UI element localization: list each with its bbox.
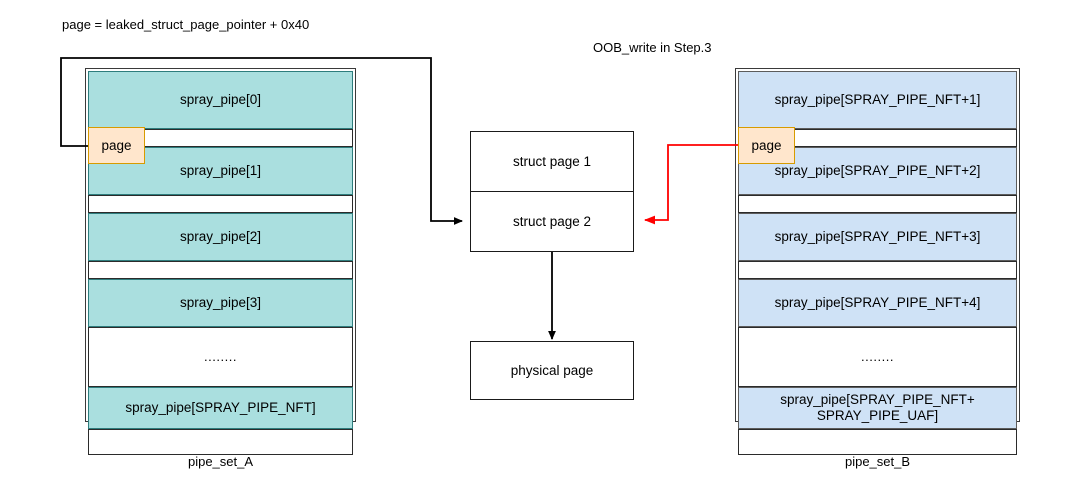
page-badge-b[interactable]: page	[738, 127, 795, 164]
spacer-row	[88, 261, 353, 279]
pipe-row[interactable]: spray_pipe[SPRAY_PIPE_NFT]	[88, 387, 353, 429]
spacer-row	[738, 195, 1017, 213]
pipe-row[interactable]: spray_pipe[0]	[88, 71, 353, 129]
struct-page-stack: struct page 1 struct page 2	[470, 131, 634, 252]
pipe-row[interactable]: spray_pipe[SPRAY_PIPE_NFT+4]	[738, 279, 1017, 327]
spacer-row	[738, 261, 1017, 279]
struct-page-2-cell[interactable]: struct page 2	[471, 191, 633, 251]
spacer-row	[88, 195, 353, 213]
spacer-row	[88, 429, 353, 455]
ellipsis-row[interactable]: ........	[738, 327, 1017, 387]
pipe-set-b-caption: pipe_set_B	[844, 454, 911, 469]
spacer-row	[738, 429, 1017, 455]
pipe-set-b-container: spray_pipe[SPRAY_PIPE_NFT+1] spray_pipe[S…	[735, 68, 1020, 455]
leaked-pointer-note: page = leaked_struct_page_pointer + 0x40	[62, 17, 310, 32]
pipe-set-a-container: spray_pipe[0]spray_pipe[1]spray_pipe[2]s…	[85, 68, 356, 455]
pipe-set-a-caption: pipe_set_A	[187, 454, 254, 469]
pipe-row[interactable]: spray_pipe[3]	[88, 279, 353, 327]
oob-write-wire-b	[644, 144, 740, 225]
physical-page-box[interactable]: physical page	[470, 341, 634, 400]
pipe-row[interactable]: spray_pipe[SPRAY_PIPE_NFT+3]	[738, 213, 1017, 261]
pipe-row[interactable]: spray_pipe[SPRAY_PIPE_NFT+ SPRAY_PIPE_UA…	[738, 387, 1017, 429]
oob-write-note: OOB_write in Step.3	[593, 40, 712, 55]
pipe-row[interactable]: spray_pipe[SPRAY_PIPE_NFT+2]	[738, 147, 1017, 195]
struct-page-1-cell[interactable]: struct page 1	[471, 132, 633, 191]
ellipsis-row[interactable]: ........	[88, 327, 353, 387]
pipe-row[interactable]: spray_pipe[2]	[88, 213, 353, 261]
page-badge-a[interactable]: page	[88, 127, 145, 164]
pipe-row[interactable]: spray_pipe[SPRAY_PIPE_NFT+1]	[738, 71, 1017, 129]
